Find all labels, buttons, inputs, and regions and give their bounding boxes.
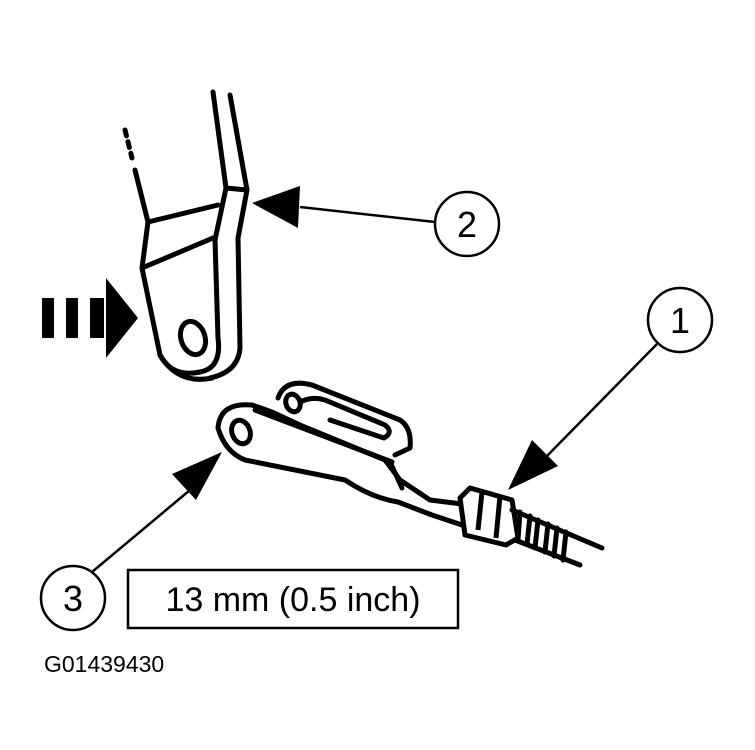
callout-2: 2 xyxy=(252,186,501,258)
dimension-label: 13 mm (0.5 inch) xyxy=(165,581,420,619)
callout-1-number: 1 xyxy=(670,300,690,341)
dimension-label-box: 13 mm (0.5 inch) xyxy=(126,568,460,630)
callout-3-number: 3 xyxy=(63,578,83,619)
callout-1: 1 xyxy=(508,286,714,490)
push-direction-arrow xyxy=(42,278,138,358)
hex-nut xyxy=(457,485,521,548)
lever-arm xyxy=(122,89,250,382)
figure-code: G01439430 xyxy=(44,651,164,677)
threaded-rod xyxy=(509,507,605,568)
callout-3: 3 xyxy=(39,452,222,632)
clevis-fitting xyxy=(215,380,473,528)
callout-2-number: 2 xyxy=(457,204,477,245)
